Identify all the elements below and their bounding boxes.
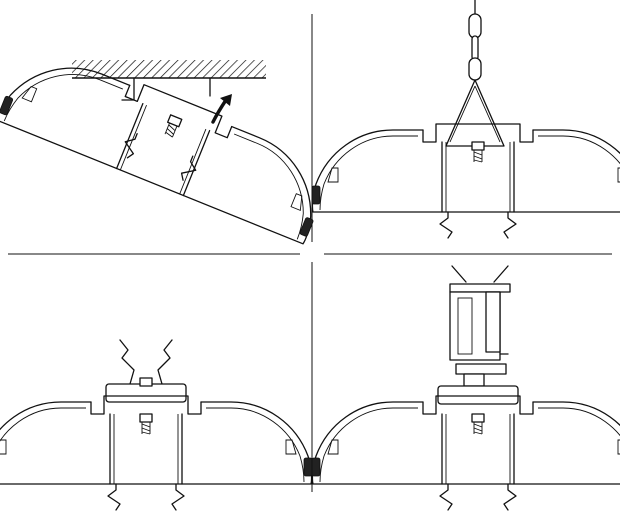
ceiling-bracket xyxy=(121,77,211,101)
rod-bracket-plate xyxy=(449,283,511,293)
panel-rod-bracket-mount xyxy=(311,265,620,511)
panel-spring-clip-mount xyxy=(0,339,313,511)
housing-spring-clip xyxy=(0,395,313,511)
rod-clip-left xyxy=(451,265,467,283)
spring-clip-right xyxy=(157,339,173,385)
rod-clip-right xyxy=(493,265,509,283)
ceiling-hatch xyxy=(72,60,266,78)
panel-chain-suspension-mount xyxy=(311,0,620,239)
housing-rod xyxy=(311,395,620,511)
triangle-hanger xyxy=(445,79,505,147)
housing-chain xyxy=(311,123,620,239)
panel-rigid-ceiling-mount xyxy=(0,37,338,245)
rotate-arrow-icon xyxy=(211,94,232,124)
top-bracket xyxy=(105,383,187,403)
spring-clip-left xyxy=(119,339,135,385)
top-bracket-rod xyxy=(437,385,519,405)
chain-icon xyxy=(468,0,482,81)
